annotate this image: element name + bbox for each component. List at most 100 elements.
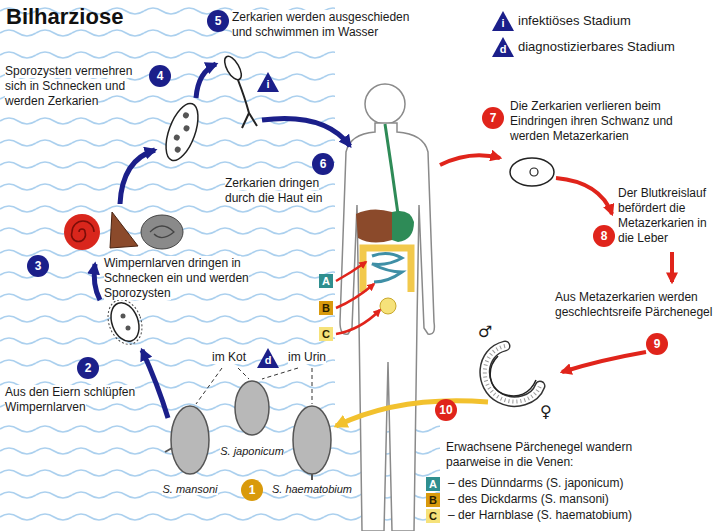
metacercaria xyxy=(510,158,554,186)
label-text: im Kot xyxy=(212,350,246,364)
callout-number: 5 xyxy=(207,10,229,32)
red-arrow xyxy=(336,310,380,334)
description-text: Wimpernlarven dringen in Schnecken ein u… xyxy=(104,256,254,301)
cercaria xyxy=(221,54,257,128)
description-text: – der Harnblase (S. haematobium) xyxy=(448,508,718,523)
blue-arrow xyxy=(196,64,216,98)
terminal-spine xyxy=(311,474,313,480)
node-text: i xyxy=(266,78,269,91)
node-text: 2 xyxy=(85,361,92,375)
grey-snail xyxy=(141,215,183,249)
label-text: Aus den Eiern schlüpfen Wimpernlarven xyxy=(5,385,135,414)
node-text: C xyxy=(322,327,330,341)
label-text: ♂ xyxy=(478,322,492,341)
diagram-title: Bilharziose xyxy=(6,4,123,30)
node-text: 7 xyxy=(490,111,497,125)
germ-ball xyxy=(182,111,190,119)
stage-marker: i xyxy=(257,72,279,92)
miracidium-body xyxy=(106,299,144,345)
human-body xyxy=(340,84,434,531)
site-marker: A xyxy=(426,477,440,491)
cilia xyxy=(102,295,148,349)
site-marker: B xyxy=(319,301,333,315)
description-text: – des Dickdarms (S. mansoni) xyxy=(448,492,718,507)
male-worm-stipple xyxy=(485,346,540,402)
node-text: A xyxy=(429,477,437,491)
snail-spiral xyxy=(72,221,95,242)
germ-ball xyxy=(173,134,181,142)
callout-number: 3 xyxy=(27,255,49,277)
blue-arrow xyxy=(94,264,100,300)
miracidium-dot xyxy=(126,326,131,331)
female-worm xyxy=(490,356,536,396)
germ-ball xyxy=(174,146,182,154)
sporocyst-body xyxy=(160,99,205,164)
callout-number: 2 xyxy=(77,357,99,379)
node-text: 1 xyxy=(249,483,256,497)
miracidium xyxy=(102,295,148,349)
node-text: C xyxy=(429,509,437,523)
description-text: S. japonicum xyxy=(212,444,292,458)
oesophagus xyxy=(385,124,398,214)
sucker xyxy=(530,168,538,176)
cone-snail xyxy=(110,212,138,248)
node-text: B xyxy=(429,493,437,507)
blue-arrow xyxy=(142,350,168,418)
node-text: d xyxy=(500,43,507,56)
description-text: Zerkarien dringen durch die Haut ein xyxy=(225,176,335,206)
stage-marker: d xyxy=(257,348,279,368)
water-waves xyxy=(335,425,440,531)
description-text: Aus Metazerkarien werden geschlechtsreif… xyxy=(555,290,721,320)
node-text: 6 xyxy=(320,157,327,171)
site-marker: C xyxy=(426,509,440,523)
lateral-spine xyxy=(165,448,172,452)
cercaria-body xyxy=(221,54,244,83)
stage-marker: d xyxy=(492,37,514,57)
node-text: B xyxy=(322,301,330,315)
large-intestine xyxy=(363,248,411,292)
site-marker: A xyxy=(319,274,333,288)
callout-number: 9 xyxy=(646,333,668,355)
snails xyxy=(64,212,183,250)
stomach xyxy=(392,211,414,242)
description-text: – des Dünndarms (S. japonicum) xyxy=(448,476,718,491)
body-silhouette xyxy=(340,123,434,531)
blue-arrow xyxy=(262,118,350,146)
worm-pair xyxy=(485,346,540,402)
description-text: Sporozysten vermehren sich in Schnecken … xyxy=(5,64,145,109)
red-arrow xyxy=(336,284,374,308)
label-text: Sporozysten vermehren sich in Schnecken … xyxy=(5,64,132,108)
sex-symbol: ♀ xyxy=(540,402,560,422)
egg-japonicum xyxy=(235,381,269,435)
legend-text: infektiöses Stadium xyxy=(518,13,631,29)
site-marker: B xyxy=(426,493,440,507)
egg-haematobium xyxy=(293,406,331,474)
triangle-shape xyxy=(492,11,514,31)
red-snail xyxy=(64,214,100,250)
germ-ball xyxy=(183,124,191,132)
callout-number: 6 xyxy=(312,153,334,175)
dashed-leader xyxy=(196,368,312,404)
label-text: Zerkarien werden ausgeschieden und schwi… xyxy=(232,10,409,39)
label-text: – der Harnblase (S. haematobium) xyxy=(448,508,632,522)
triangle-shape xyxy=(492,37,514,57)
label-text: S. haematobium xyxy=(272,483,352,495)
description-text: Erwachsene Pärchenegel wandern paarweise… xyxy=(446,440,646,470)
node-text: 10 xyxy=(439,403,452,417)
male-worm-outline xyxy=(485,346,540,402)
urinary-bladder xyxy=(380,298,396,314)
label-text: im Urin xyxy=(288,350,326,364)
label-text: Der Blutkreislauf befördert die Metazerk… xyxy=(618,186,707,245)
miracidium-dot xyxy=(121,314,126,319)
node-text: i xyxy=(501,17,504,30)
egg-mansoni xyxy=(171,406,209,474)
description-text: Aus den Eiern schlüpfen Wimpernlarven xyxy=(5,385,151,415)
callout-number: 1 xyxy=(241,479,263,501)
male-worm xyxy=(485,346,540,402)
description-text: Der Blutkreislauf befördert die Metazerk… xyxy=(618,186,722,246)
site-marker: C xyxy=(319,327,333,341)
description-text: im Kot xyxy=(212,350,256,365)
label-text: – des Dickdarms (S. mansoni) xyxy=(448,492,609,506)
sex-symbol: ♂ xyxy=(478,322,498,342)
